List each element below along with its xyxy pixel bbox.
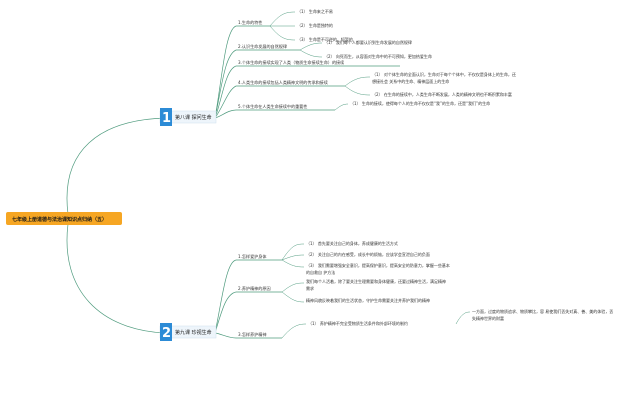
ch9-t3-leaf-1: （1） 养护精神不完全受物质生活条件和外部环境的制约 [308,320,408,326]
connector-trunk-upper [66,117,166,215]
connector-trunk-lower [66,223,166,334]
ch8-t2-leaf-1: （1） 我们每个人都要认识到生命发展的自然规律 [324,39,412,45]
ch8-topic-4[interactable]: 4.人类生命的接续包括人类精神文明的传承和接续 [238,79,328,85]
ch9-t1-leaf-3b: 的自救自 护方法 [306,269,335,275]
root-title-box[interactable]: 七年级上册道德与法治课知识点归纳（五） [6,212,122,225]
ch8-t1-leaf-2: （2） 生命是独特的 [297,22,333,28]
ch8-t2-leaf-2: （2） 向死而生，从容面对生命中的不可预知，更加热爱生命 [324,53,432,59]
chapter9-branches [214,243,471,339]
ch9-t3-subleaf-1b: 失精神世界的财富 [472,315,504,321]
ch9-t2-leaf-1: 我们每个人活着，除了要关注生理需要和身体健康，还要过精神生活，满足精神 [306,278,446,284]
ch8-topic-5[interactable]: 5.个体生命在人类生命接续中的重要性 [238,103,307,109]
chapter8-node[interactable]: 1 第八课 探问生命 [159,108,217,126]
ch9-t1-leaf-3: （3） 我们需要增强安全意识，提高保护意识，提高安全的防意力，掌握一些基本 [306,262,450,268]
root-title: 七年级上册道德与法治课知识点归纳（五） [12,216,107,223]
chapter8-number: 1 [162,111,171,126]
ch8-topic-1[interactable]: 1.生命的特性 [238,19,262,25]
chapter8-label: 第八课 探问生命 [175,114,212,121]
ch8-t4-leaf-2: （2） 在生命的接续中，人类生命不断发展，人类的精神文明也不断积累和丰富 [372,91,512,97]
ch9-topic-3[interactable]: 3.怎样养护精神 [238,331,266,337]
chapter9-node[interactable]: 2 第九课 珍视生命 [159,323,217,341]
chapter8-branches [214,11,400,119]
ch9-t2-leaf-2: 精神风貌反映着我们的生活状态，守护生命需要关注并养护我们的精神 [306,297,430,303]
ch9-topic-1[interactable]: 1.怎样爱护身体 [238,253,266,259]
ch9-t3-subleaf-1: 一方面，过度的物质追求、物质攀比，容 易使我们丢失对真、善、美的体验，丢 [472,308,613,314]
ch9-t1-leaf-1: （1） 首先要关注自己的身体，养成健康的生活方式 [306,240,398,246]
ch9-t2-leaf-1b: 需求 [306,285,314,291]
ch9-t1-leaf-2: （2） 关注自己的内在感受，成长中的烦恼，应该学会宣泄自己的负面 [306,251,430,257]
chapter9-label: 第九课 珍视生命 [175,329,212,336]
ch8-topic-2[interactable]: 2.认识生命发展的自然规律 [238,43,287,49]
ch8-t4-leaf-1: （1） 对个体生命的全面认识，生命对于每个个体中，不仅仅是身体上的生命，还 [372,71,516,77]
ch8-t5-leaf-1: （1） 生命的接续，使得每个人的生命不仅仅是“我”的生命，还是“我们”的生命 [350,100,490,106]
ch9-topic-2[interactable]: 2.养护精神的原因 [238,285,271,291]
ch8-t1-leaf-3: （3） 生命是不可逆的、短暂的 [297,36,353,42]
ch8-t1-leaf-1: （1） 生命来之不易 [297,8,333,14]
ch8-t4-leaf-1b: 想接社会 关系中的生命、精神层面上的生命 [372,78,449,84]
ch8-topic-3[interactable]: 3.个体生命的接续实现了人类（物质生命接续生命）的接续 [238,59,344,65]
chapter9-number: 2 [162,326,171,341]
